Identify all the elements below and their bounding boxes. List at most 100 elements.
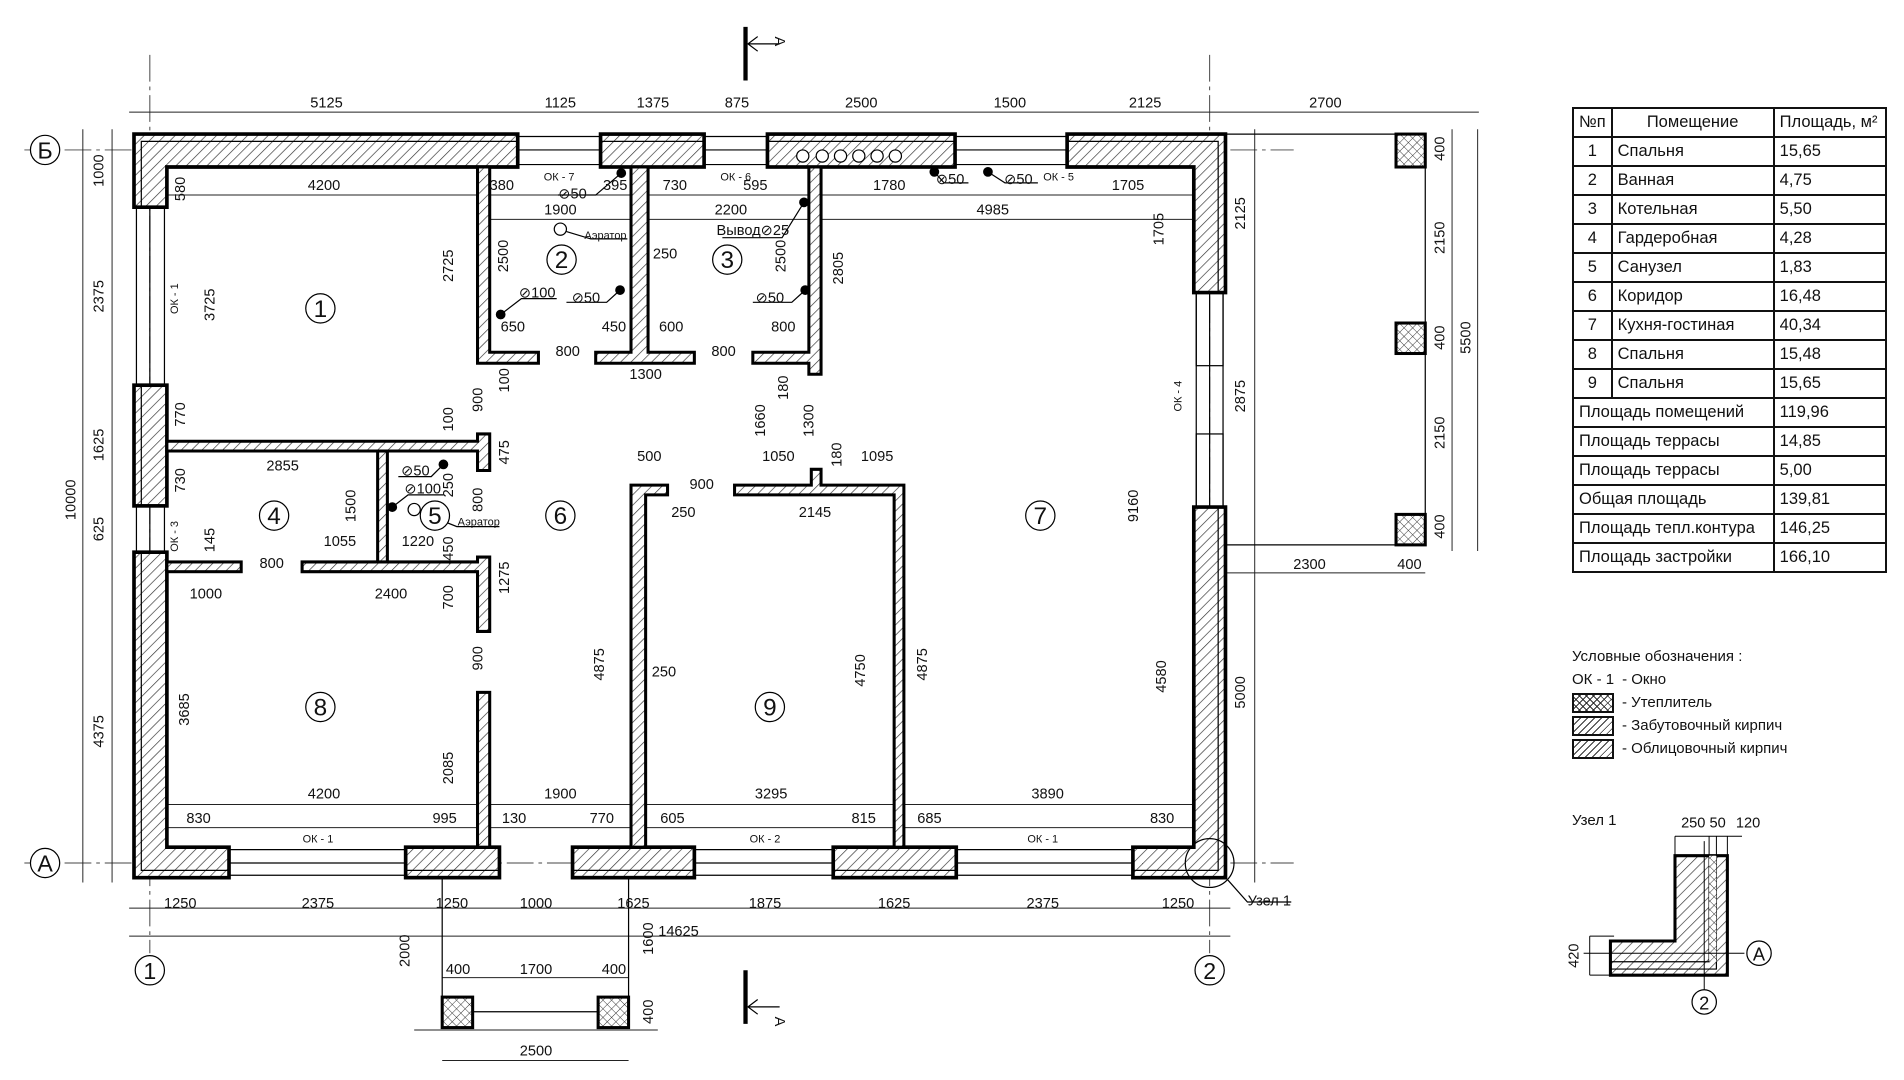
room-area: 4,75 [1772, 165, 1887, 196]
dimension-label: 1095 [861, 449, 894, 465]
dimension-label: 14625 [658, 924, 699, 940]
dimension-label: 1625 [92, 429, 108, 462]
dimension-label: 700 [441, 585, 457, 609]
dimension-label: 4875 [915, 648, 931, 681]
dimension-label: 2375 [1027, 896, 1060, 912]
dimension-label: 2805 [831, 252, 847, 285]
dimension-label: 400 [446, 962, 470, 978]
dimension-label: 4580 [1154, 660, 1170, 693]
dimension-label: 2700 [1309, 95, 1342, 111]
dimension-label: 830 [1150, 811, 1174, 827]
axis-label-a: А [37, 851, 53, 877]
dimension-label: 1625 [617, 896, 650, 912]
dimension-label: 625 [92, 517, 108, 541]
window-label: ОК - 1 [303, 833, 334, 845]
dimension-label: 4875 [592, 648, 608, 681]
dimension-label: 1250 [1162, 896, 1195, 912]
dimension-label: 800 [470, 488, 486, 512]
room-num: 7 [1572, 310, 1613, 341]
room-name: Спальня [1610, 136, 1775, 167]
dimension-label: 145 [202, 528, 218, 552]
dimension-label: 2725 [441, 249, 457, 282]
dimension-label: 900 [470, 388, 486, 412]
room-number: 3 [720, 247, 734, 274]
dimension-label: 2500 [496, 240, 512, 273]
room-number: 1 [314, 296, 328, 323]
dimension-label: 4375 [92, 715, 108, 748]
room-name: Кухня-гостиная [1610, 310, 1775, 341]
room-name: Спальня [1610, 339, 1775, 370]
room-number: 5 [428, 503, 442, 530]
dimension-label: 400 [641, 1000, 657, 1024]
room-num: 5 [1572, 252, 1613, 283]
room-num: 9 [1572, 368, 1613, 399]
dimension-lines [82, 111, 1479, 1061]
dimension-label: 1250 [164, 896, 197, 912]
pipe-label: Аэратор [458, 516, 500, 528]
window-label: ОК - 5 [1043, 171, 1074, 183]
total-value: 139,81 [1772, 484, 1887, 515]
dimension-label: 2300 [1293, 557, 1326, 573]
dimension-label: 10000 [64, 479, 80, 520]
legend-item-facing-brick: - Облицовочный кирпич [1572, 737, 1787, 760]
window-label: ОК - 2 [750, 833, 781, 845]
dimension-label: 1705 [1112, 178, 1145, 194]
crosshatch-swatch-icon [1572, 692, 1614, 713]
dimension-label: 1300 [802, 404, 818, 437]
total-value: 146,25 [1772, 513, 1887, 544]
legend-label: - Забутовочный кирпич [1622, 717, 1783, 734]
room-markers [258, 244, 1056, 723]
dimension-label: 450 [602, 320, 626, 336]
dimension-label: 800 [259, 556, 283, 572]
legend-label: - Облицовочный кирпич [1622, 740, 1788, 757]
dimension-label: 1125 [545, 95, 576, 111]
node-axis-a: А [1753, 944, 1766, 965]
header-area: Площадь, м² [1772, 107, 1887, 138]
table-header-row: №п Помещение Площадь, м² [1572, 107, 1887, 138]
axis-lines [24, 54, 1294, 954]
pipe-label: ⊘50 [936, 172, 964, 188]
legend-item-backing-brick: - Забутовочный кирпич [1572, 714, 1787, 737]
dimension-label: 1220 [402, 534, 435, 550]
dimension-label: 1000 [520, 896, 553, 912]
dimension-label: 580 [173, 177, 189, 201]
dimension-label: 1780 [873, 178, 906, 194]
dimension-label: 800 [771, 320, 795, 336]
dimension-label: 2145 [799, 505, 832, 521]
dimension-label: 1275 [497, 562, 513, 595]
pipe-label: ⊘50 [756, 290, 784, 306]
dimension-label: 2085 [441, 752, 457, 785]
window-label: ОК - 3 [169, 521, 181, 552]
room-num: 8 [1572, 339, 1613, 370]
terrace-outline [441, 133, 1426, 1013]
header-num: №п [1572, 107, 1613, 138]
room-num: 6 [1572, 281, 1613, 312]
exterior-wall-facing-line [140, 140, 1219, 871]
room-area: 16,48 [1772, 281, 1887, 312]
dimension-label: 400 [1433, 514, 1449, 538]
window-label: ОК - 1 [1027, 833, 1058, 845]
legend-title: Условные обозначения : [1572, 648, 1743, 665]
total-label: Площадь помещений [1572, 397, 1775, 428]
dimension-label: 595 [743, 178, 767, 194]
room-num: 2 [1572, 165, 1613, 196]
dimension-label: 1600 [641, 922, 657, 955]
dimension-label: 1900 [544, 203, 577, 219]
dimension-label: 3725 [202, 288, 218, 321]
dimension-label: 3685 [177, 693, 193, 726]
room-area: 40,34 [1772, 310, 1887, 341]
dimension-label: 130 [502, 811, 526, 827]
room-area: 15,65 [1772, 136, 1887, 167]
room-name: Котельная [1610, 194, 1775, 225]
dimension-label: 400 [1397, 557, 1421, 573]
dimension-label: 770 [590, 811, 614, 827]
pipe-label: ⊘50 [1004, 172, 1032, 188]
